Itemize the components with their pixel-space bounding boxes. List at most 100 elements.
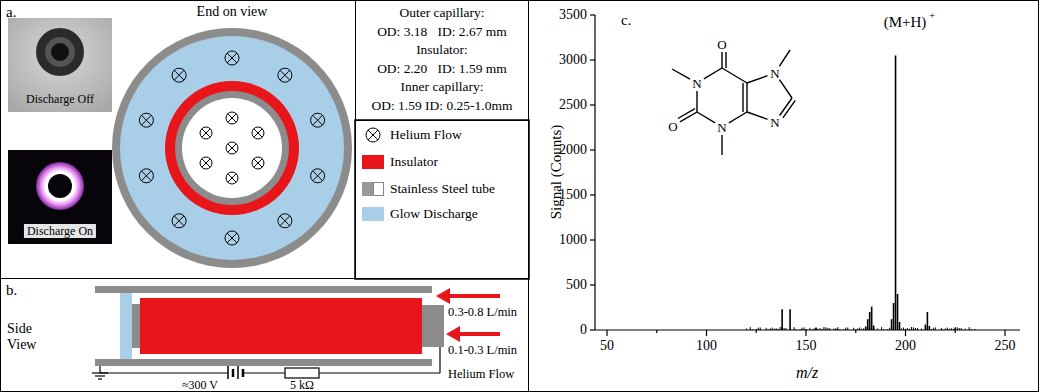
noise-peak — [859, 328, 860, 330]
tick-label: 150 — [796, 339, 817, 353]
noise-peak — [766, 328, 767, 330]
noise-peak — [907, 328, 908, 330]
noise-peak — [969, 327, 970, 330]
tick-label: 50 — [600, 339, 614, 353]
panel-label: b. — [6, 283, 17, 298]
noise-peak — [961, 328, 962, 330]
axis-tick — [590, 104, 595, 105]
helium-flow-symbol — [227, 53, 237, 63]
helium-flow-symbol — [202, 159, 210, 167]
noise-peak — [913, 327, 914, 330]
noise-peak — [921, 329, 922, 330]
noise-peak — [887, 329, 888, 331]
noise-peak — [909, 329, 910, 330]
noise-peak — [883, 329, 884, 331]
panel-label: a. — [6, 5, 16, 20]
tick-label: 2500 — [559, 98, 587, 112]
noise-peak — [823, 327, 824, 330]
bond-line — [704, 68, 722, 79]
noise-peak — [855, 329, 856, 331]
legend-swatch — [362, 182, 373, 196]
helium-flow-symbol — [280, 70, 290, 80]
dimension-text: OD: 2.20 ID: 1.59 mm — [377, 62, 507, 76]
spectrum-peak — [865, 326, 867, 330]
atom-label: N — [770, 67, 779, 80]
noise-peak — [827, 328, 828, 330]
dimension-text: OD: 3.18 ID: 2.67 mm — [377, 25, 507, 39]
atom-label: N — [692, 77, 701, 90]
helium-flow-symbol — [225, 231, 239, 245]
helium-flow-symbol — [172, 68, 186, 82]
legend-text: Helium Flow — [390, 128, 462, 142]
axis-tick — [1004, 330, 1005, 336]
bond-line — [725, 52, 726, 68]
bond-line — [680, 112, 697, 122]
photo-on — [8, 150, 112, 244]
bond-line — [678, 109, 695, 119]
noise-peak — [817, 329, 818, 330]
noise-peak — [861, 329, 862, 330]
legend-cell — [355, 120, 529, 279]
label: End on view — [197, 5, 268, 19]
noise-peak — [889, 328, 890, 330]
helium-flow-symbol — [202, 129, 210, 137]
tick-label: 1000 — [559, 233, 587, 247]
spectrum-peak — [954, 328, 956, 330]
legend-symbol — [362, 126, 384, 144]
mass-spectrum — [590, 15, 1020, 336]
bond-line — [746, 83, 747, 112]
bond-line — [747, 112, 767, 119]
label: ≈300 V — [182, 379, 218, 391]
noise-peak — [905, 329, 906, 330]
helium-flow-symbol — [228, 114, 236, 122]
spectrum-peak — [835, 328, 837, 330]
spectrum-peak — [815, 328, 817, 330]
noise-peak — [752, 329, 753, 331]
spectrum-peak — [789, 309, 791, 330]
helium-flow-symbol — [228, 144, 236, 152]
helium-flow-symbol — [368, 130, 378, 140]
noise-peak — [750, 327, 751, 330]
axis-tick — [590, 14, 595, 15]
bond-line — [747, 76, 767, 83]
noise-peak — [843, 329, 844, 331]
noise-peak — [839, 329, 840, 331]
dimension-text: OD: 1.59 ID: 0.25-1.0mm — [372, 99, 513, 113]
noise-peak — [845, 328, 846, 330]
helium-flow-symbol — [227, 233, 237, 243]
bond-line — [742, 83, 743, 112]
spectrum-peak — [929, 326, 931, 330]
tick-label: 100 — [696, 339, 717, 353]
tick-label: 200 — [895, 339, 916, 353]
helium-flow-symbol — [200, 157, 212, 169]
noise-peak — [945, 328, 946, 330]
axis-tick — [955, 330, 956, 333]
axis-tick — [590, 194, 595, 195]
helium-flow-symbol — [368, 130, 378, 140]
helium-flow-symbol — [172, 214, 186, 228]
noise-peak — [903, 328, 904, 330]
helium-flow-symbol — [142, 171, 152, 181]
helium-flow-symbol — [226, 142, 238, 154]
noise-peak — [877, 329, 878, 330]
noise-peak — [746, 329, 747, 330]
helium-flow-symbol — [202, 129, 210, 137]
noise-peak — [863, 328, 864, 330]
legend-swatch — [362, 207, 384, 221]
bond-line — [729, 112, 747, 123]
noise-peak — [774, 329, 775, 330]
helium-flow-symbol — [226, 172, 238, 184]
noise-peak — [853, 328, 854, 330]
noise-peak — [911, 327, 912, 330]
helium-flow-symbol — [228, 144, 236, 152]
noise-peak — [804, 327, 805, 330]
axis-tick — [805, 330, 806, 336]
spectrum-peak — [927, 312, 929, 330]
bond-line — [696, 91, 697, 112]
tick-label: 500 — [566, 278, 587, 292]
helium-flow-symbol — [227, 233, 237, 243]
noise-peak — [975, 329, 976, 331]
bond-line — [697, 112, 715, 123]
